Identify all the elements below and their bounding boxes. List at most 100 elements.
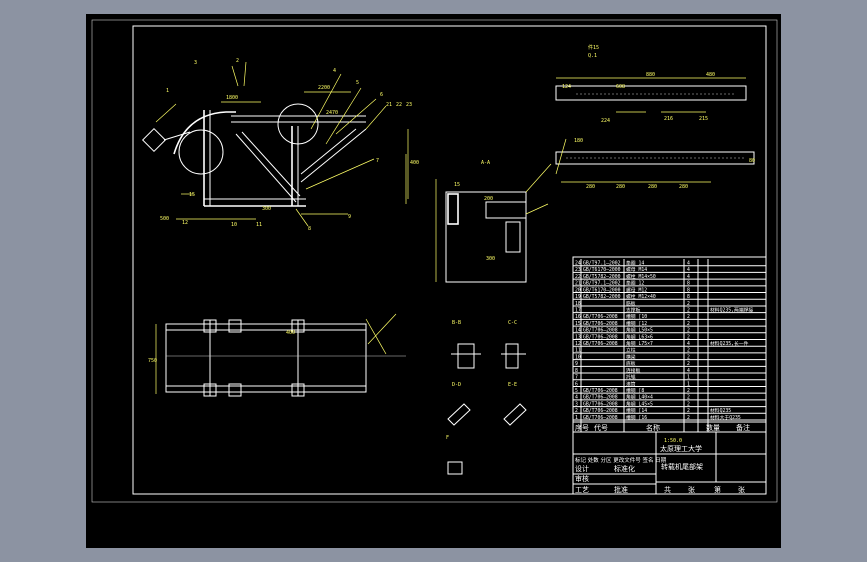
outer-sheet-border bbox=[91, 19, 778, 503]
part-name: 垫圈 12 bbox=[626, 280, 644, 287]
section-label: D-D bbox=[452, 382, 461, 388]
balloon: 12 bbox=[182, 220, 188, 226]
part-qty: 4 bbox=[687, 267, 690, 273]
part-code: GB/T706—2008 bbox=[583, 388, 618, 394]
part-qty: 2 bbox=[687, 307, 690, 313]
part-qty: 2 bbox=[687, 388, 690, 394]
approval-label: 批准 bbox=[614, 485, 628, 494]
part-qty: 2 bbox=[687, 408, 690, 414]
part-code: GB/T706—2008 bbox=[583, 341, 618, 347]
dim-text: 300 bbox=[486, 256, 495, 262]
plate-views: 件15 Q.1 880 480 124 608 224 216 215 180 … bbox=[555, 44, 755, 190]
balloon: 5 bbox=[356, 80, 359, 86]
part-code: GB/T706—2008 bbox=[583, 334, 618, 340]
dim-text: 80 bbox=[749, 158, 755, 164]
section-label: F bbox=[446, 435, 449, 441]
part-no: 2 bbox=[575, 408, 578, 414]
sheet-index: 第 bbox=[714, 485, 721, 494]
section-label: A-A bbox=[481, 160, 490, 166]
part-name: 角钢 L40×4 bbox=[626, 394, 653, 401]
plate-1 bbox=[555, 85, 747, 101]
dim-text: 280 bbox=[679, 184, 688, 190]
part-qty: 1 bbox=[687, 381, 690, 387]
part-code: GB/T706—2008 bbox=[583, 314, 618, 320]
part-name: 角钢 L45×5 bbox=[626, 400, 653, 407]
section-label: B-B bbox=[452, 320, 461, 326]
part-qty: 2 bbox=[687, 401, 690, 407]
part-name: 槽钢 [8 bbox=[626, 387, 644, 394]
balloon: 3 bbox=[194, 60, 197, 66]
part-qty: 4 bbox=[687, 368, 690, 374]
part-name: 支撑板 bbox=[626, 306, 641, 313]
part-no: 7 bbox=[575, 375, 578, 381]
scale-text: 1:50.0 bbox=[664, 438, 682, 444]
drawing-viewport[interactable]: 1800 2200 2470 400 300 15 500 3 2 1 4 5 … bbox=[86, 14, 781, 548]
part-no: 5 bbox=[575, 388, 578, 394]
revision-header: 标记 处数 分区 更改文件号 签名 日期 bbox=[575, 456, 667, 464]
part-code: GB/T5782—2000 bbox=[583, 294, 621, 300]
part-qty: 2 bbox=[687, 415, 690, 421]
balloon: 7 bbox=[376, 158, 379, 164]
dim-text: 400 bbox=[286, 330, 295, 336]
section-label: C-C bbox=[508, 320, 517, 326]
part-qty: 2 bbox=[687, 334, 690, 340]
part-qty: 1 bbox=[687, 375, 690, 381]
col-header-qty: 数量 bbox=[706, 423, 720, 432]
col-header-code: 代号 bbox=[594, 423, 608, 432]
part-name: 垫圈 14 bbox=[626, 260, 644, 267]
part-no: 18 bbox=[575, 301, 581, 307]
part-no: 1 bbox=[575, 415, 578, 421]
dim-text: 280 bbox=[616, 184, 625, 190]
part-note: 材料Q235 bbox=[710, 407, 731, 414]
part-name: 角钢 L63×6 bbox=[626, 333, 653, 340]
part-qty: 2 bbox=[687, 328, 690, 334]
balloon: 21 bbox=[386, 102, 392, 108]
sheet-unit-2: 张 bbox=[738, 485, 745, 494]
part-no: 21 bbox=[575, 281, 581, 287]
balloon: 8 bbox=[308, 226, 311, 232]
part-note: 材料Q235,两端焊接 bbox=[710, 306, 753, 313]
part-code: GB/T97.1—2002 bbox=[583, 261, 621, 267]
dim-text: 500 bbox=[160, 216, 169, 222]
part-no: 19 bbox=[575, 294, 581, 300]
part-no: 6 bbox=[575, 381, 578, 387]
part-name: 角钢 L50×5 bbox=[626, 327, 653, 334]
col-header-name: 名称 bbox=[646, 423, 660, 432]
designer-label: 设计 bbox=[575, 464, 589, 473]
part-no: 9 bbox=[575, 361, 578, 367]
part-code: GB/T706—2008 bbox=[583, 321, 618, 327]
dim-text: 15 bbox=[454, 182, 460, 188]
part-note: 材料大于Q235 bbox=[710, 414, 741, 421]
drawing-name: 转载机尾部架 bbox=[661, 462, 703, 471]
part-qty: 2 bbox=[687, 361, 690, 367]
part-code: GB/T706—2008 bbox=[583, 328, 618, 334]
dim-text: 880 bbox=[646, 72, 655, 78]
part-name: 滚筒 bbox=[626, 380, 636, 387]
part-qty: 2 bbox=[687, 314, 690, 320]
col-header-note: 备注 bbox=[736, 423, 750, 432]
part-no: 4 bbox=[575, 395, 578, 401]
part-no: 15 bbox=[575, 321, 581, 327]
part-no: 3 bbox=[575, 401, 578, 407]
part-qty: 4 bbox=[687, 341, 690, 347]
detail-views: B-B C-C D-D E-E F bbox=[446, 320, 527, 475]
title-block: 1:50.0 太原理工大学 标记 处数 分区 更改文件号 签名 日期 设计 标准… bbox=[572, 256, 767, 495]
part-no: 13 bbox=[575, 334, 581, 340]
part-qty: 8 bbox=[687, 294, 690, 300]
part-no: 24 bbox=[575, 261, 581, 267]
part-name: 底板 bbox=[626, 360, 636, 367]
balloon: 22 bbox=[396, 102, 402, 108]
part-qty: 8 bbox=[687, 281, 690, 287]
part-note: 材料Q235,长一件 bbox=[710, 340, 749, 347]
balloon: 23 bbox=[406, 102, 412, 108]
balloon: 2 bbox=[236, 58, 239, 64]
part-name: 螺母 M14 bbox=[626, 266, 647, 273]
dim-text: 2200 bbox=[318, 85, 330, 91]
part-code: GB/T6170—2000 bbox=[583, 287, 621, 293]
part-name: 槽钢 [10 bbox=[626, 313, 647, 320]
part-qty: 4 bbox=[687, 261, 690, 267]
part-no: 8 bbox=[575, 368, 578, 374]
balloon: 6 bbox=[380, 92, 383, 98]
part-no: 23 bbox=[575, 267, 581, 273]
review-label: 审核 bbox=[575, 474, 589, 483]
